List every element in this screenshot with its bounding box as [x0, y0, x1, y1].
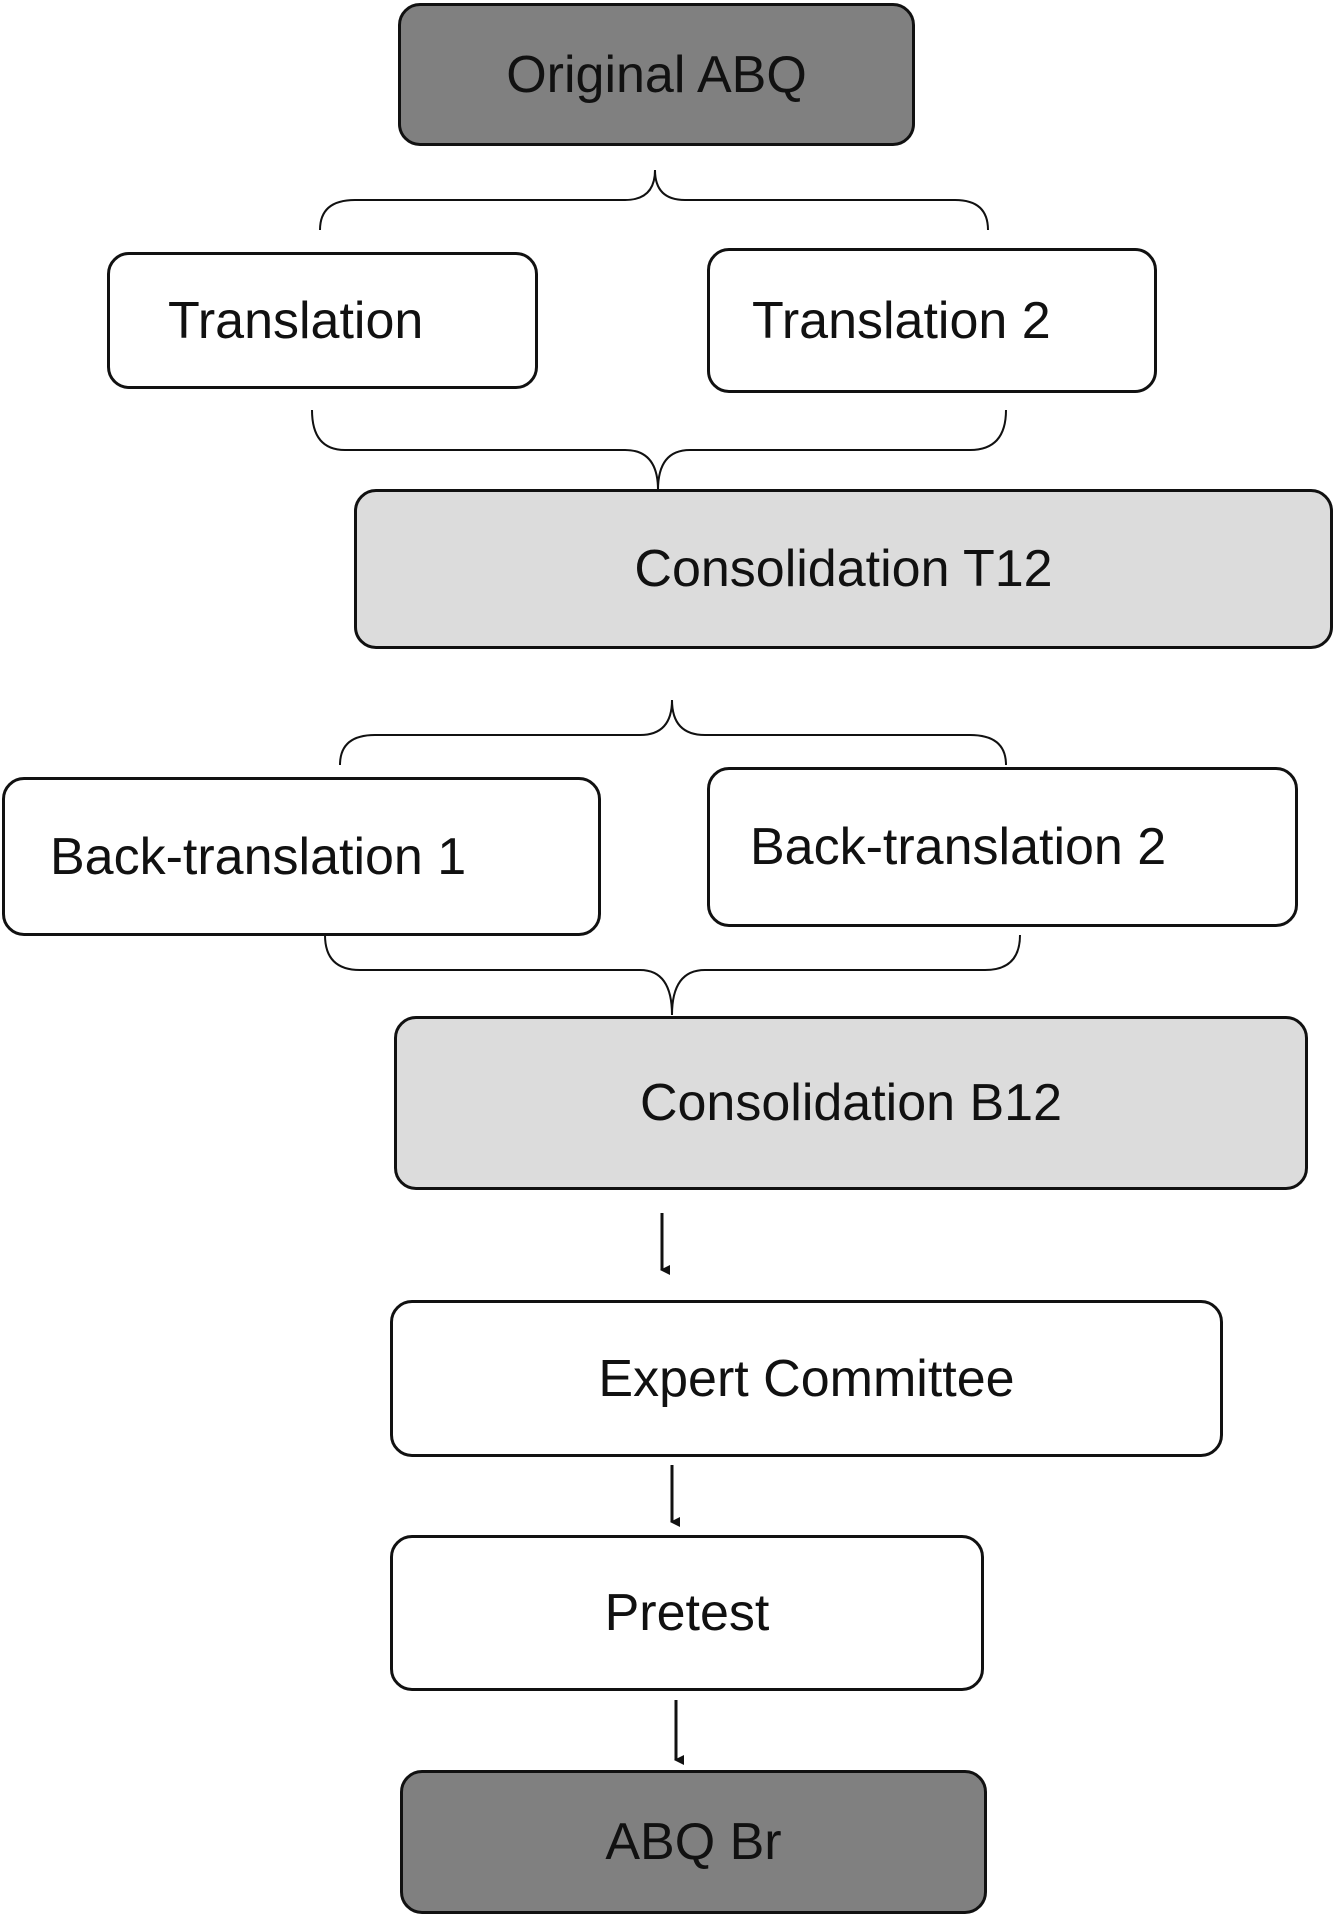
node-pretest: Pretest [390, 1535, 984, 1691]
node-back-translation-2-label: Back-translation 2 [750, 818, 1167, 876]
node-translation-1-label: Translation [168, 291, 424, 350]
node-consolidation-t12: Consolidation T12 [354, 489, 1333, 649]
node-translation-2-label: Translation 2 [752, 291, 1051, 350]
node-back-translation-1: Back-translation 1 [2, 777, 601, 936]
node-translation-2: Translation 2 [707, 248, 1157, 393]
node-consolidation-b12: Consolidation B12 [394, 1016, 1308, 1190]
node-abq-br-label: ABQ Br [605, 1813, 782, 1871]
node-original-abq: Original ABQ [398, 3, 915, 146]
merge-brace-back-translations [324, 934, 1021, 1016]
node-abq-br: ABQ Br [400, 1770, 987, 1914]
node-translation-1: Translation [107, 252, 538, 389]
node-original-abq-label: Original ABQ [506, 45, 807, 104]
node-expert-committee-label: Expert Committee [598, 1349, 1015, 1408]
node-pretest-label: Pretest [604, 1584, 770, 1642]
merge-brace-translations [311, 409, 1007, 491]
split-brace-translations [319, 169, 989, 231]
node-expert-committee: Expert Committee [390, 1300, 1223, 1457]
split-brace-back-translations [339, 699, 1007, 766]
node-back-translation-1-label: Back-translation 1 [50, 827, 467, 886]
node-back-translation-2: Back-translation 2 [707, 767, 1298, 927]
node-consolidation-t12-label: Consolidation T12 [634, 540, 1053, 598]
node-consolidation-b12-label: Consolidation B12 [639, 1074, 1063, 1132]
